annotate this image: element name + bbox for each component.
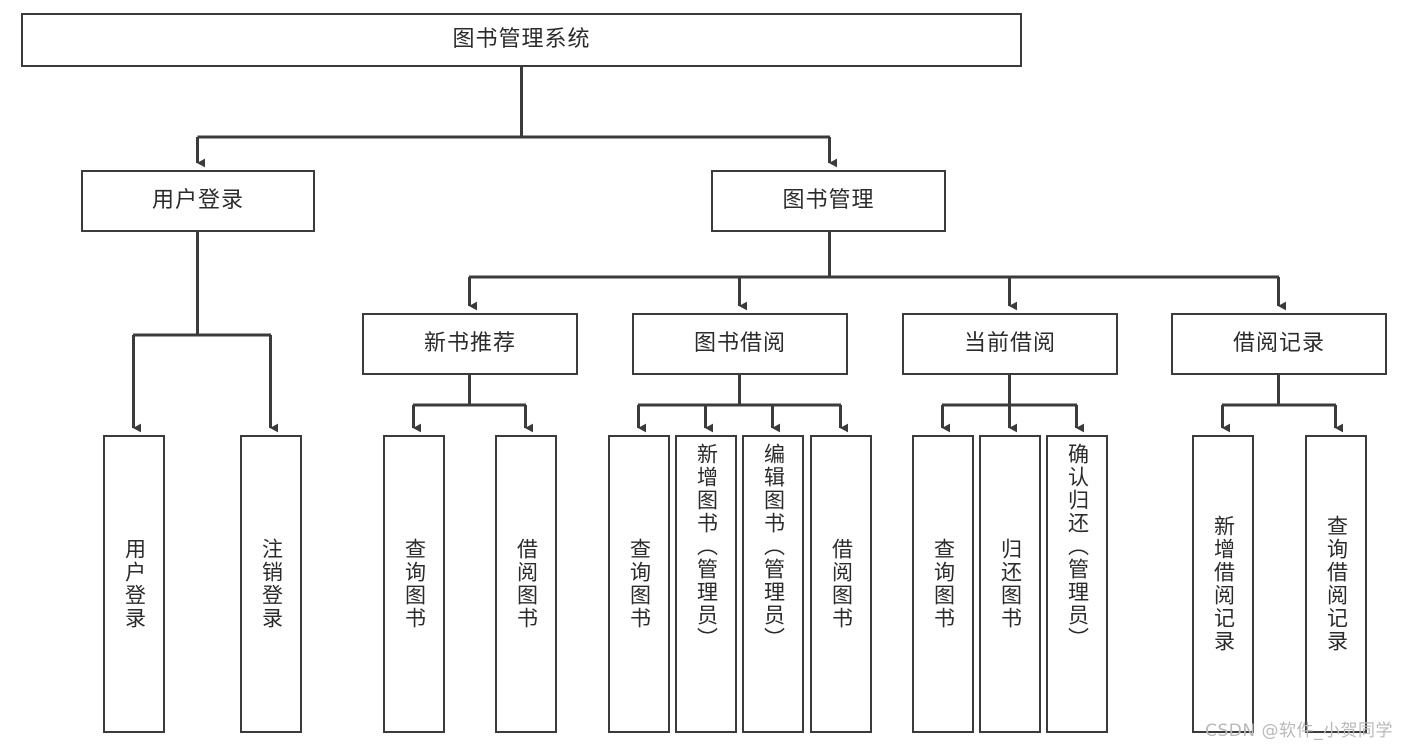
node-label: 查询图书 <box>402 538 427 630</box>
node-label: 图书管理 <box>782 188 875 214</box>
node-borrow-record[interactable]: 借阅记录 <box>1171 313 1387 375</box>
node-label: 新增借阅记录 <box>1211 515 1236 653</box>
node-leaf-add-book-admin[interactable]: 新增图书（管理员） <box>675 435 737 733</box>
node-label: 注销登录 <box>259 538 284 630</box>
node-leaf-query-book-1[interactable]: 查询图书 <box>383 435 445 733</box>
node-label: 查询借阅记录 <box>1324 515 1349 653</box>
node-leaf-query-borrow-record[interactable]: 查询借阅记录 <box>1305 435 1367 733</box>
node-label: 图书借阅 <box>693 331 786 357</box>
node-label: 用户登录 <box>151 188 244 214</box>
node-label: 图书管理系统 <box>452 27 591 53</box>
node-label: 编辑图书（管理员） <box>761 443 786 650</box>
node-label: 归还图书 <box>998 538 1023 630</box>
node-book-management[interactable]: 图书管理 <box>711 170 946 232</box>
node-label: 用户登录 <box>122 538 147 630</box>
node-label: 查询图书 <box>627 538 652 630</box>
node-new-book-recommend[interactable]: 新书推荐 <box>362 313 578 375</box>
node-leaf-confirm-return-admin[interactable]: 确认归还（管理员） <box>1046 435 1108 733</box>
node-current-borrow[interactable]: 当前借阅 <box>902 313 1118 375</box>
node-label: 新增图书（管理员） <box>694 443 719 650</box>
node-leaf-query-book-2[interactable]: 查询图书 <box>608 435 670 733</box>
node-label: 新书推荐 <box>423 331 516 357</box>
node-leaf-edit-book-admin[interactable]: 编辑图书（管理员） <box>742 435 804 733</box>
node-leaf-borrow-book-1[interactable]: 借阅图书 <box>495 435 557 733</box>
node-label: 确认归还（管理员） <box>1065 443 1090 650</box>
node-label: 当前借阅 <box>963 331 1056 357</box>
node-book-management-system[interactable]: 图书管理系统 <box>21 13 1022 67</box>
node-book-borrow[interactable]: 图书借阅 <box>632 313 848 375</box>
node-user-login[interactable]: 用户登录 <box>81 170 315 232</box>
watermark-text: CSDN @软件_小贺同学 <box>1205 721 1393 741</box>
node-leaf-return-book[interactable]: 归还图书 <box>979 435 1041 733</box>
node-label: 借阅记录 <box>1232 331 1325 357</box>
node-label: 借阅图书 <box>829 538 854 630</box>
node-leaf-query-book-3[interactable]: 查询图书 <box>912 435 974 733</box>
node-leaf-user-login[interactable]: 用户登录 <box>103 435 165 733</box>
node-leaf-logout-login[interactable]: 注销登录 <box>240 435 302 733</box>
node-leaf-add-borrow-record[interactable]: 新增借阅记录 <box>1192 435 1254 733</box>
node-label: 查询图书 <box>931 538 956 630</box>
node-label: 借阅图书 <box>514 538 539 630</box>
node-leaf-borrow-book-2[interactable]: 借阅图书 <box>810 435 872 733</box>
